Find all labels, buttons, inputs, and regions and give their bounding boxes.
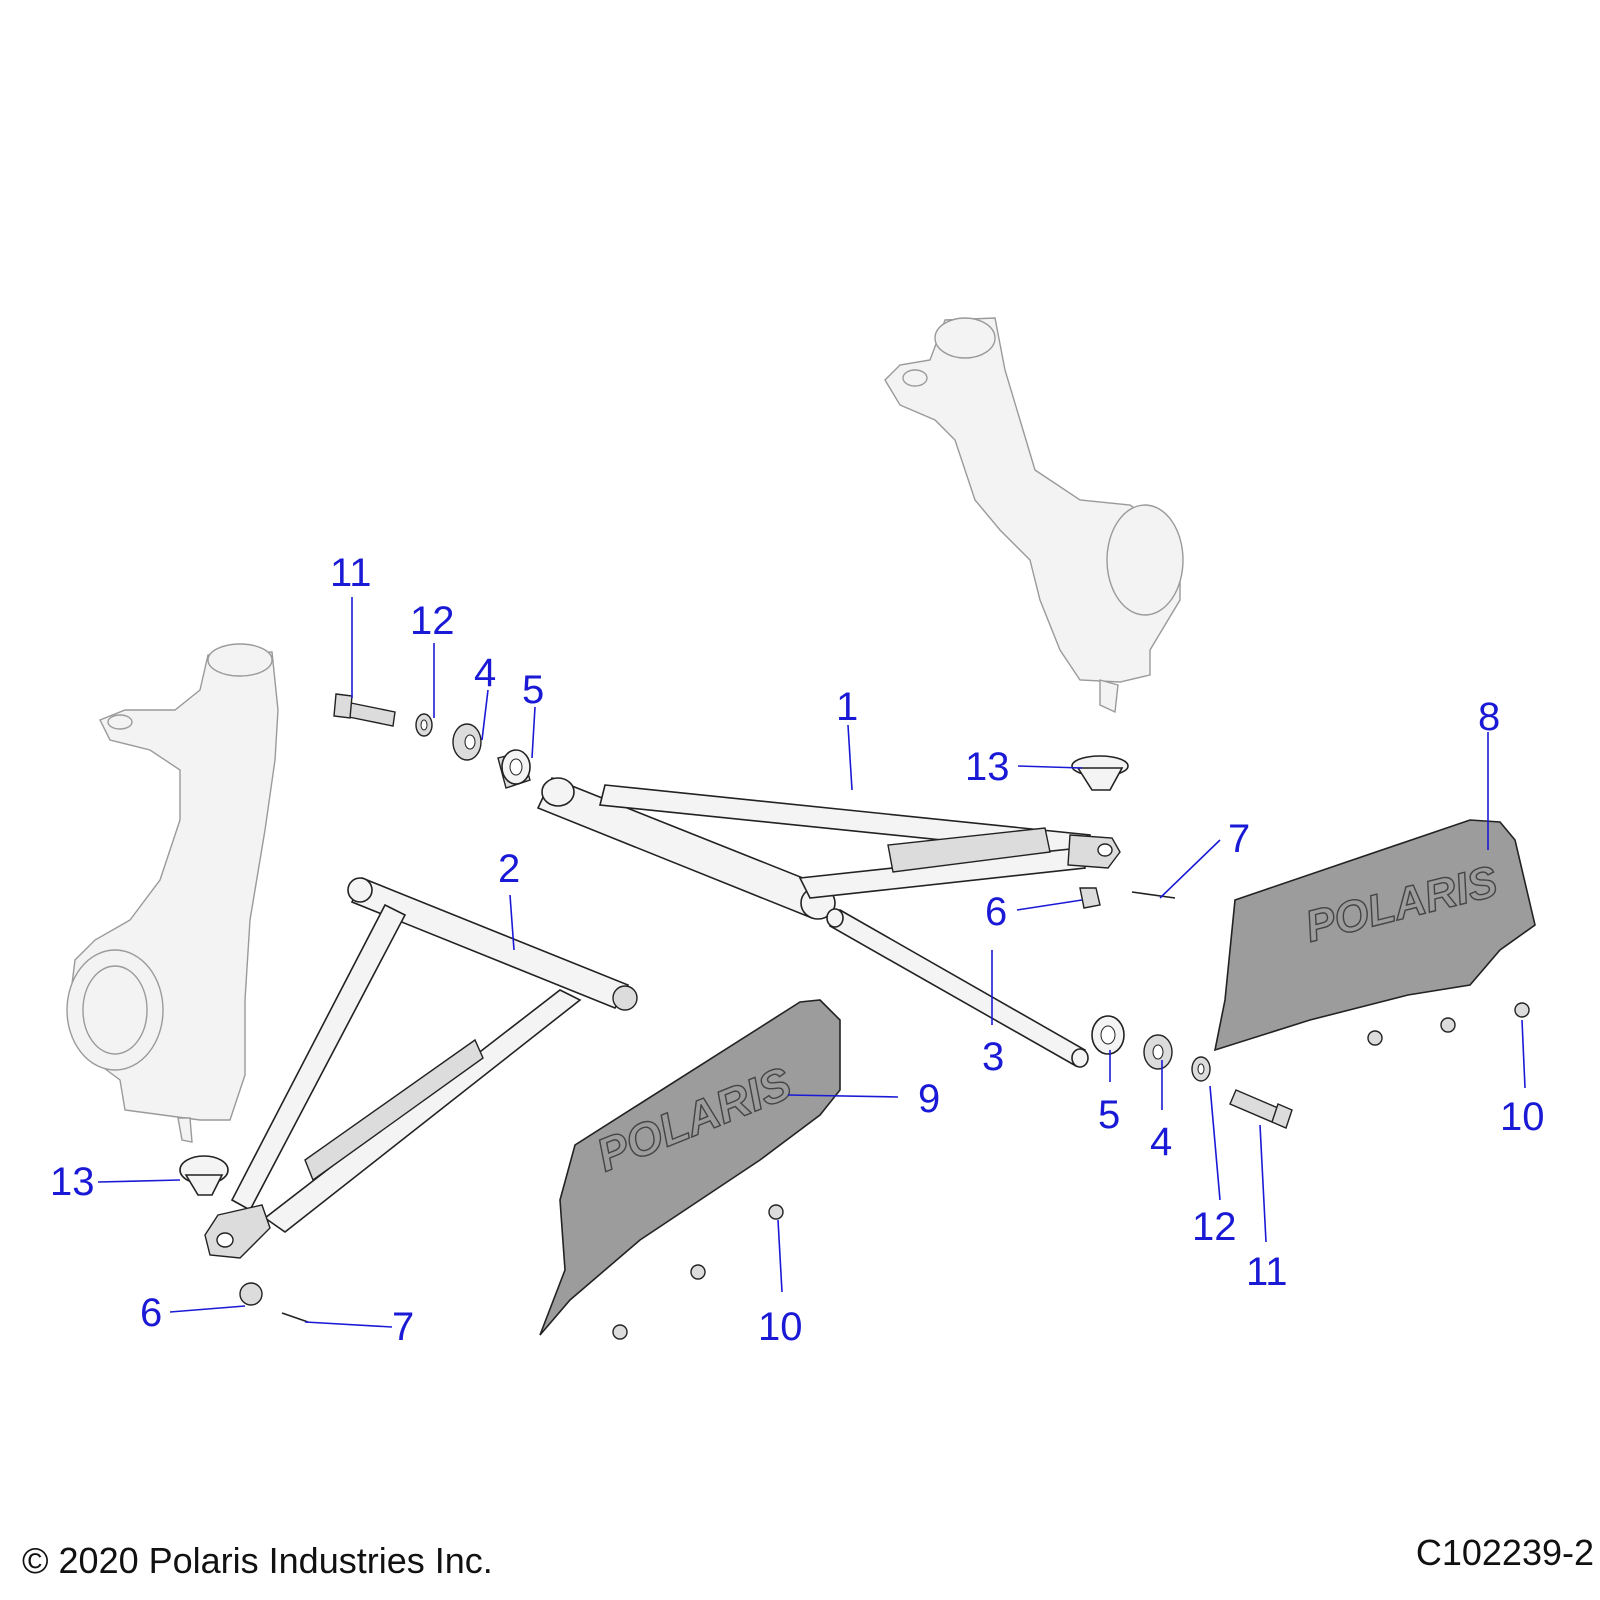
callout-6-lower: 6 xyxy=(140,1291,162,1335)
skid-plate-left: POLARIS xyxy=(539,999,841,1336)
callout-10-right: 10 xyxy=(1500,1095,1545,1139)
skid-plate-bolts xyxy=(612,1002,1530,1340)
pivot-tube xyxy=(826,908,1089,1068)
callout-3: 3 xyxy=(982,1035,1004,1079)
spindle-upper-right xyxy=(884,317,1184,714)
callout-labels: 1 2 3 4 4 5 5 6 6 7 7 8 9 10 10 11 11 12… xyxy=(50,551,1545,1349)
callout-7-upper: 7 xyxy=(1228,817,1250,861)
lower-a-arm xyxy=(204,876,638,1259)
cotter-pins xyxy=(281,891,1176,1323)
skid-plate-right: POLARIS xyxy=(1213,819,1536,1052)
callout-13-upper: 13 xyxy=(965,745,1010,789)
diagram-id: C102239-2 xyxy=(1415,1532,1594,1573)
hardware-lower-right xyxy=(1091,1015,1293,1129)
callout-11-lower: 11 xyxy=(1246,1250,1288,1294)
callout-9: 9 xyxy=(918,1077,940,1121)
callout-1: 1 xyxy=(836,685,858,729)
callout-11-upper: 11 xyxy=(330,551,372,595)
callout-7-lower: 7 xyxy=(392,1305,414,1349)
copyright-text: © 2020 Polaris Industries Inc. xyxy=(22,1540,493,1581)
callout-12-upper: 12 xyxy=(410,599,455,643)
castle-nuts xyxy=(239,887,1101,1306)
callout-2: 2 xyxy=(498,847,520,891)
callout-10-left: 10 xyxy=(758,1305,803,1349)
dust-caps xyxy=(179,755,1129,1196)
callout-5-lower: 5 xyxy=(1098,1093,1120,1137)
callout-4-upper: 4 xyxy=(474,651,496,695)
callout-5-upper: 5 xyxy=(522,668,544,712)
callout-13-lower: 13 xyxy=(50,1160,95,1204)
callout-8: 8 xyxy=(1478,695,1500,739)
callout-6-upper: 6 xyxy=(985,890,1007,934)
upper-a-arm xyxy=(536,776,1121,920)
callout-4-lower: 4 xyxy=(1150,1120,1172,1164)
hardware-upper-left xyxy=(333,693,531,789)
callout-12-lower: 12 xyxy=(1192,1205,1237,1249)
spindle-lower-left xyxy=(66,643,279,1143)
leader-lines xyxy=(97,597,1526,1328)
